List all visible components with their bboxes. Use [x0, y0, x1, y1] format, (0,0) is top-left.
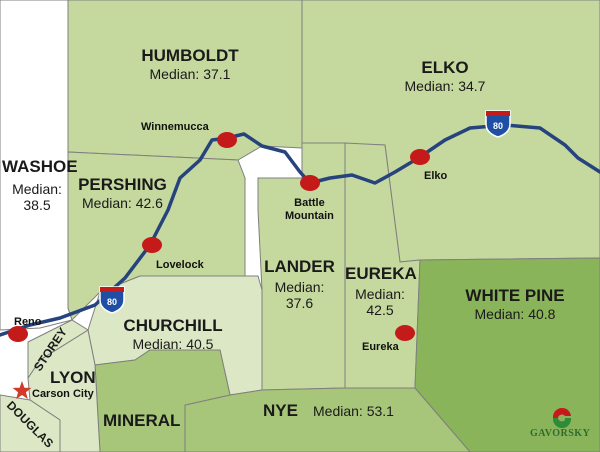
county-label-mineral: MINERAL — [103, 411, 180, 431]
capital-star-icon — [12, 381, 32, 399]
city-dot-eureka — [395, 325, 415, 341]
city-dot-lovelock — [142, 237, 162, 253]
county-mineral — [94, 349, 231, 452]
county-label-lander: LANDER Median: 37.6 — [262, 257, 337, 311]
city-dot-reno — [8, 326, 28, 342]
city-label-lovelock: Lovelock — [156, 259, 204, 271]
county-label-lyon: LYON — [50, 368, 96, 388]
city-dot-winnemucca — [217, 132, 237, 148]
county-label-pershing: PERSHING Median: 42.6 — [70, 175, 175, 211]
county-label-churchill: CHURCHILL Median: 40.5 — [118, 316, 228, 352]
county-name: NYE — [263, 401, 298, 420]
city-label-battle-mountain: Battle Mountain — [285, 197, 334, 222]
county-name: WHITE PINE — [465, 286, 565, 305]
county-median-nye: Median: 53.1 — [313, 403, 394, 421]
county-median: Median: 34.7 — [404, 77, 486, 94]
city-label-reno: Reno — [14, 316, 42, 328]
county-label-nye: NYE — [263, 401, 298, 421]
city-dot-battle-mountain — [300, 175, 320, 191]
county-name: WASHOE — [2, 157, 78, 176]
county-white-pine — [414, 257, 600, 452]
county-median: Median: 53.1 — [313, 403, 394, 419]
city-label-line: Battle — [294, 197, 325, 209]
county-name: HUMBOLDT — [141, 46, 239, 65]
county-name: LYON — [50, 368, 96, 387]
county-median-value: 37.6 — [285, 294, 314, 311]
county-name: ELKO — [421, 58, 469, 77]
gavorsky-logo-icon — [552, 407, 571, 429]
county-median: Median: 40.5 — [132, 335, 214, 352]
county-name: PERSHING — [78, 175, 167, 194]
city-label-winnemucca: Winnemucca — [141, 121, 209, 133]
city-label-carson-city: Carson City — [32, 388, 94, 400]
city-label-elko: Elko — [424, 170, 448, 182]
county-median: Median: — [274, 278, 325, 295]
county-label-elko: ELKO Median: 34.7 — [385, 58, 505, 94]
county-label-washoe: WASHOE Median: 38.5 — [2, 157, 78, 213]
county-median: Median: — [12, 180, 62, 197]
logo-text: GAVORSKY — [530, 428, 591, 439]
county-label-humboldt: HUMBOLDT Median: 37.1 — [120, 46, 260, 82]
county-name: EUREKA — [345, 264, 417, 283]
city-label-line: Mountain — [285, 209, 334, 222]
county-name: LANDER — [264, 257, 335, 276]
county-median: Median: 37.1 — [149, 65, 231, 82]
county-storey — [27, 319, 89, 380]
interstate-shield-icon: 80 — [99, 286, 125, 314]
county-median: Median: — [355, 285, 405, 302]
county-median: Median: 40.8 — [474, 305, 556, 322]
county-name: MINERAL — [103, 411, 181, 430]
county-douglas — [0, 394, 61, 452]
county-median: Median: 42.6 — [82, 194, 163, 211]
svg-text:80: 80 — [107, 297, 117, 307]
county-label-white-pine: WHITE PINE Median: 40.8 — [455, 286, 575, 322]
county-name: CHURCHILL — [123, 316, 223, 335]
county-lyon — [27, 329, 101, 452]
city-dot-elko — [410, 149, 430, 165]
interstate-shield-icon: 80 — [485, 110, 511, 138]
svg-text:80: 80 — [493, 121, 503, 131]
county-label-eureka: EUREKA Median: 42.5 — [345, 264, 417, 318]
city-label-eureka: Eureka — [362, 341, 399, 353]
county-median-value: 38.5 — [23, 196, 51, 213]
county-median-value: 42.5 — [366, 301, 394, 318]
